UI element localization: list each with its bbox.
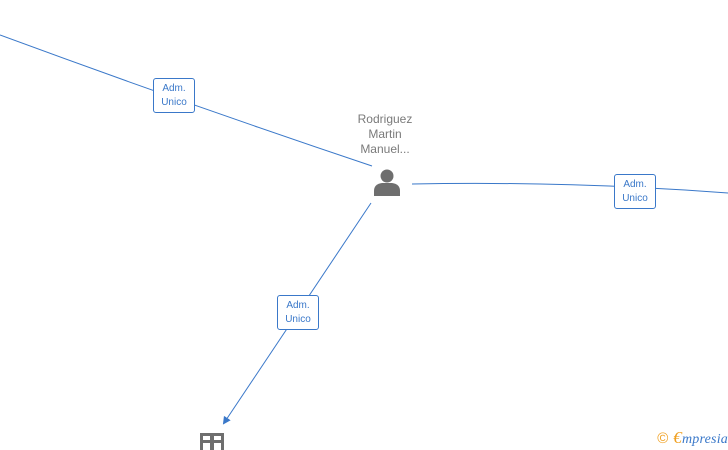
person-name-line: Martin [368,127,402,141]
building-icon[interactable] [200,433,224,450]
relation-label[interactable]: Adm. Unico [614,174,656,209]
person-icon[interactable] [372,167,402,197]
copyright-symbol: © [657,429,669,447]
link-right [411,182,728,194]
person-name-line: Manuel... [360,142,410,156]
relation-label-line2: Unico [285,314,311,325]
relation-label-line2: Unico [161,97,187,108]
brand-logo-rest: mpresia [682,432,728,447]
relation-label[interactable]: Adm. Unico [277,295,319,330]
relation-label-line1: Adm. [286,300,310,311]
person-name-line: Rodriguez [357,112,413,126]
brand-logo-initial: € [673,428,682,447]
relation-label[interactable]: Adm. Unico [153,78,195,113]
relation-label-line1: Adm. [162,83,186,94]
brand-logo: €mpresia [673,428,728,448]
relation-label-line2: Unico [622,193,648,204]
relation-label-line1: Adm. [623,179,647,190]
empresia-watermark: © €mpresia [657,427,728,449]
person-node-name[interactable]: Rodriguez Martin Manuel... [340,112,430,157]
